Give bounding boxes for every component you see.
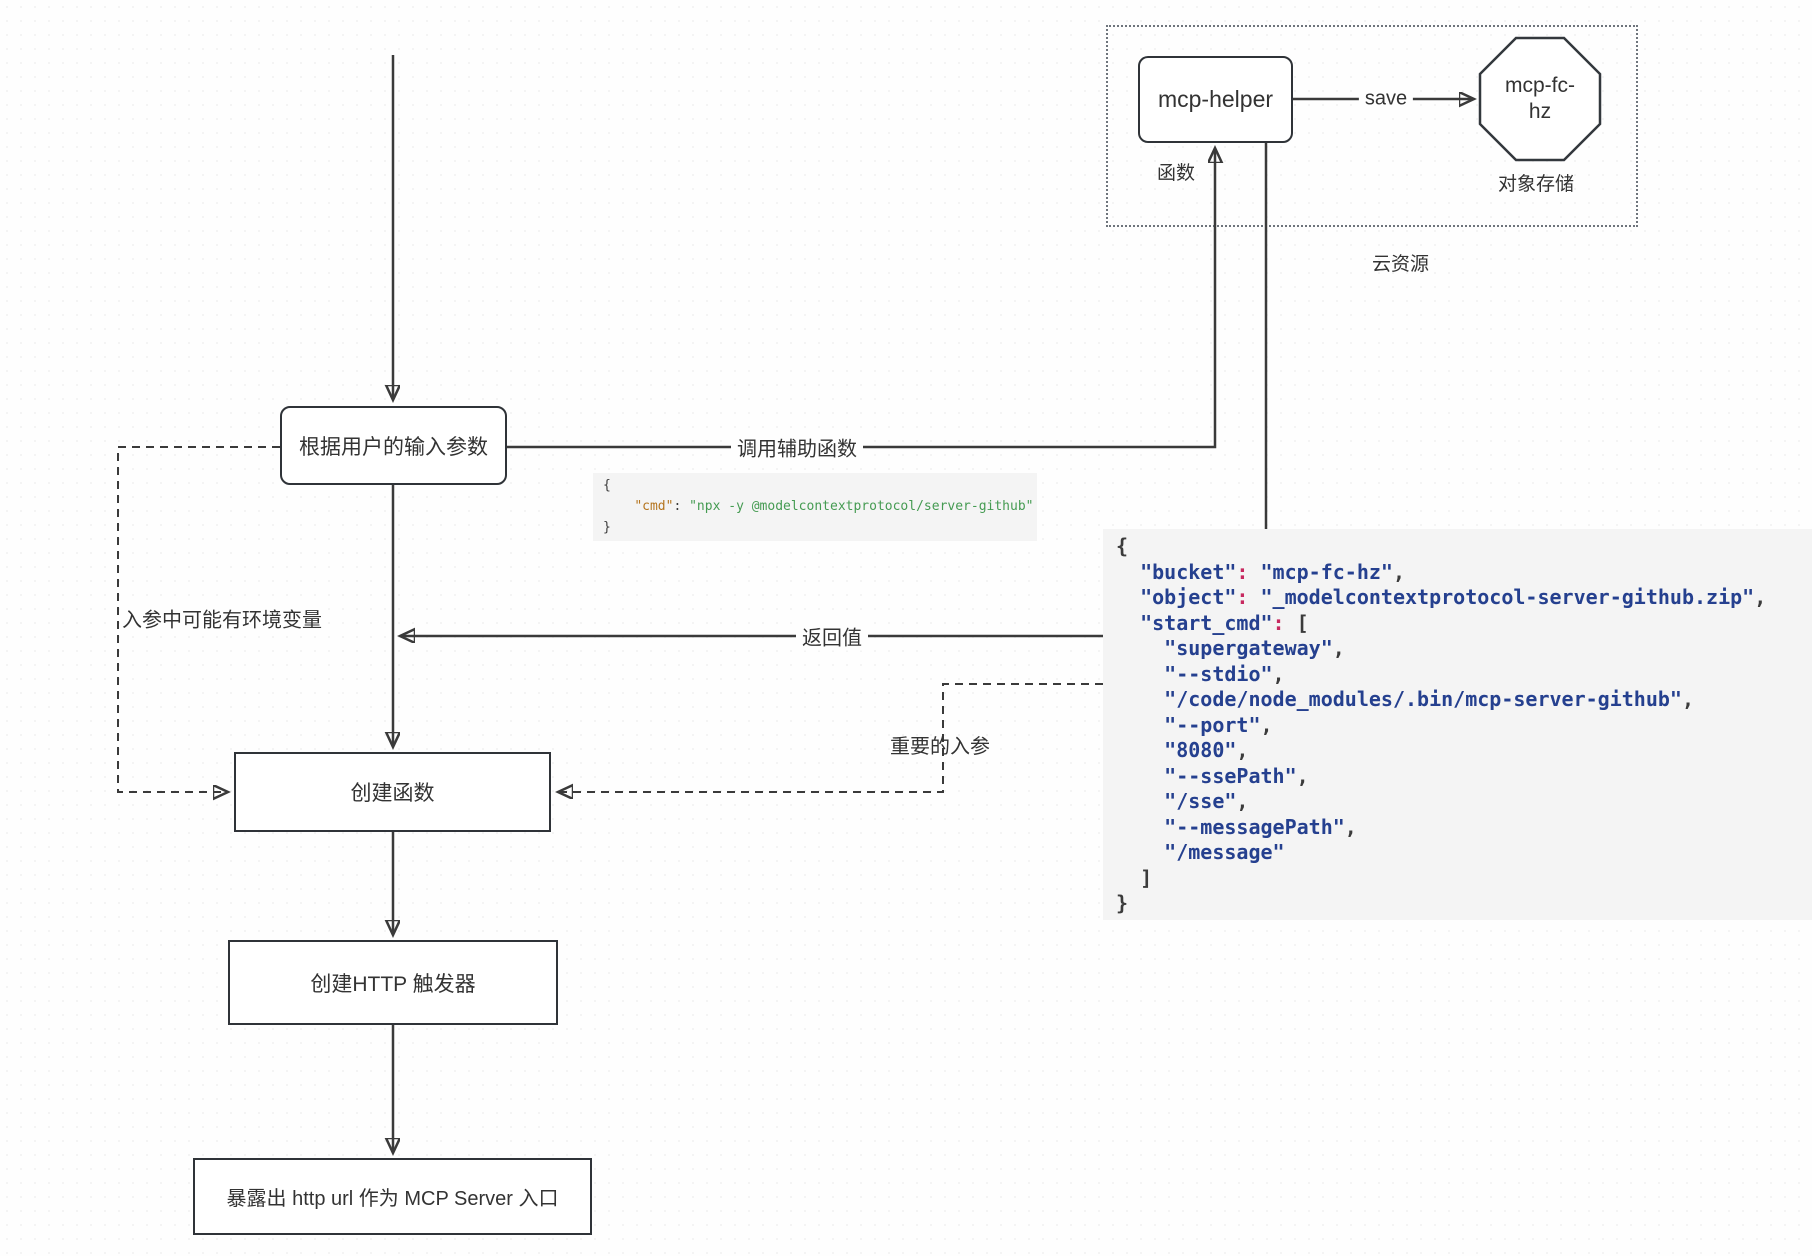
call-helper-edge-label: 调用辅助函数 (731, 432, 863, 462)
env-vars-note-label: 入参中可能有环境变量 (120, 603, 324, 633)
step-expose-url-label: 暴露出 http url 作为 MCP Server 入口 (226, 1188, 559, 1210)
step-create-function: 创建函数 (234, 752, 551, 832)
mcp-helper-node: mcp-helper (1138, 56, 1293, 143)
step-create-http-trigger-label: 创建HTTP 触发器 (310, 972, 476, 996)
step-expose-url: 暴露出 http url 作为 MCP Server 入口 (193, 1158, 592, 1235)
storage-node-line2: hz (1528, 100, 1552, 123)
important-params-label: 重要的入参 (890, 736, 990, 758)
arrow-important-params-dashed (560, 683, 1103, 792)
storage-node-line1: mcp-fc- (1505, 73, 1575, 97)
result-json-block: { "bucket": "mcp-fc-hz", "object": "_mod… (1103, 529, 1812, 920)
storage-caption: 对象存储 (1498, 174, 1575, 195)
storage-octagon (1478, 36, 1602, 162)
storage-node-label: mcp-fc- hz (1480, 38, 1600, 160)
step-input-params-label: 根据用户的输入参数 (299, 435, 488, 459)
cloud-group-caption: 云资源 (1372, 254, 1430, 275)
connector-call-helper (507, 150, 1215, 449)
step-input-params: 根据用户的输入参数 (280, 406, 507, 485)
save-edge-label: save (1358, 87, 1414, 111)
cmd-snippet-block: { "cmd": "npx -y @modelcontextprotocol/s… (593, 473, 1037, 541)
arrow-env-vars-dashed (117, 446, 280, 792)
return-value-edge-label: 返回值 (796, 621, 868, 651)
function-caption: 函数 (1157, 163, 1196, 184)
cloud-resources-group (1106, 25, 1638, 227)
step-create-http-trigger: 创建HTTP 触发器 (228, 940, 558, 1025)
mcp-helper-label: mcp-helper (1157, 86, 1274, 112)
step-create-function-label: 创建函数 (350, 782, 435, 805)
